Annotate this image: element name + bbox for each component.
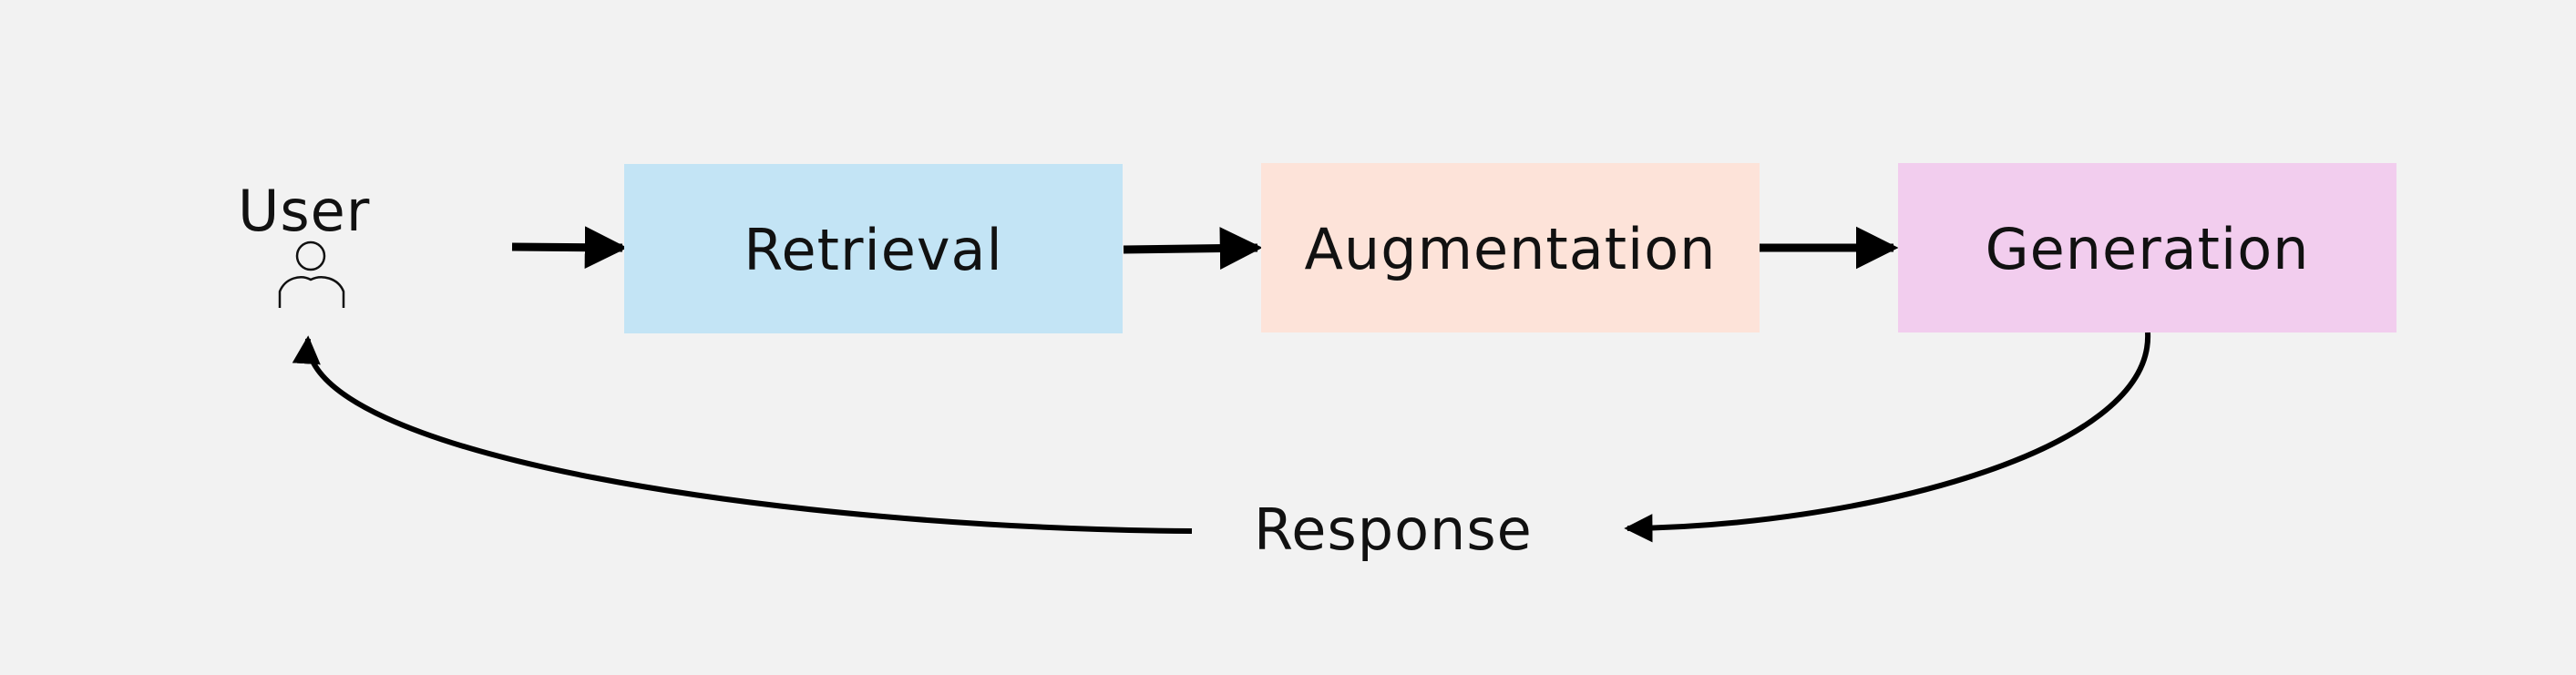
response-label: Response	[1254, 496, 1533, 563]
arrow-generation-to-response	[1624, 332, 2151, 543]
arrow-user-to-retrieval	[511, 226, 628, 270]
user-icon	[278, 240, 345, 308]
augmentation-box: Augmentation	[1261, 163, 1760, 332]
arrow-retrieval-to-augmentation	[1123, 227, 1263, 270]
user-label: User	[238, 178, 371, 244]
retrieval-label: Retrieval	[744, 216, 1003, 283]
retrieval-box: Retrieval	[624, 164, 1123, 333]
generation-box: Generation	[1898, 163, 2396, 332]
arrow-response-to-user	[292, 335, 1193, 534]
generation-label: Generation	[1985, 215, 2310, 282]
augmentation-label: Augmentation	[1304, 215, 1717, 282]
